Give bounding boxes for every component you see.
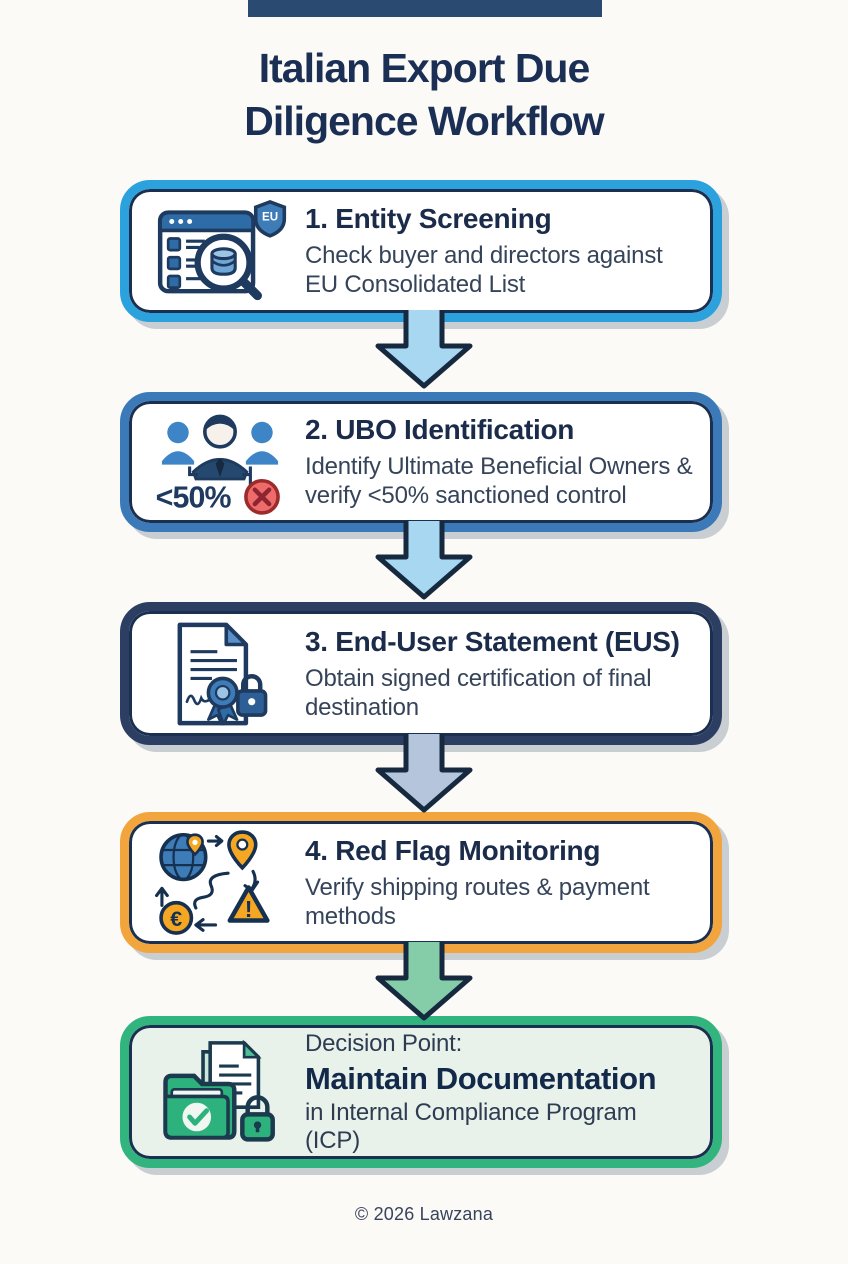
page-title-line-1: Italian Export Due	[258, 45, 591, 91]
step-title: Maintain Documentation	[305, 1060, 657, 1096]
entity-screening-search-icon: EU	[153, 192, 287, 310]
flow-arrow-down-2	[375, 521, 473, 600]
flow-arrow-down-1	[375, 310, 473, 389]
step-description: Obtain signed certification of final des…	[305, 664, 652, 721]
header-accent-bar	[248, 0, 602, 17]
step-title: 3. End-User Statement (EUS)	[305, 625, 680, 657]
page-title-line-2: Diligence Workflow	[244, 98, 604, 144]
step-card-end-user-statement: 3. End-User Statement (EUS) Obtain signe…	[120, 602, 722, 745]
step-card-red-flag-monitoring: € ! 4. Red Flag Monitoring Verify shippi…	[120, 812, 722, 953]
euro-coin-icon: €	[170, 906, 182, 930]
flow-arrow-down-3	[375, 734, 473, 813]
step-description: Identify Ultimate Beneficial Owners & ve…	[305, 453, 693, 509]
step-card-ubo-identification: <50% 2. UBO Identification Identify Ulti…	[120, 392, 722, 532]
eu-shield-badge: EU	[262, 211, 278, 224]
ubo-people-icon: <50%	[153, 403, 287, 521]
warning-exclamation-icon: !	[245, 895, 253, 921]
step-description: in Internal Compliance Program (ICP)	[305, 1098, 637, 1154]
check-icon	[187, 1108, 210, 1126]
copyright-text: © 2026 Lawzana	[354, 1204, 494, 1224]
documentation-folder-icon	[153, 1033, 287, 1151]
page-title: Italian Export Due Diligence Workflow	[0, 42, 848, 148]
step-card-maintain-documentation: Decision Point: Maintain Documentation i…	[120, 1016, 722, 1168]
step-description: Check buyer and directors against EU Con…	[305, 242, 663, 298]
flow-arrow-down-4	[375, 942, 473, 1021]
step-card-entity-screening: EU 1. Entity Screening Check buyer and d…	[120, 180, 722, 322]
step-title: 1. Entity Screening	[305, 203, 552, 234]
step-title: 2. UBO Identification	[305, 414, 575, 445]
decision-point-label: Decision Point:	[305, 1029, 463, 1057]
red-x-icon	[252, 487, 272, 507]
signed-certificate-icon	[153, 615, 287, 733]
shipping-route-monitoring-icon: € !	[153, 824, 287, 942]
under-50-percent-label: <50%	[156, 482, 232, 515]
step-title: 4. Red Flag Monitoring	[305, 834, 601, 866]
step-description: Verify shipping routes & payment methods	[305, 873, 650, 930]
